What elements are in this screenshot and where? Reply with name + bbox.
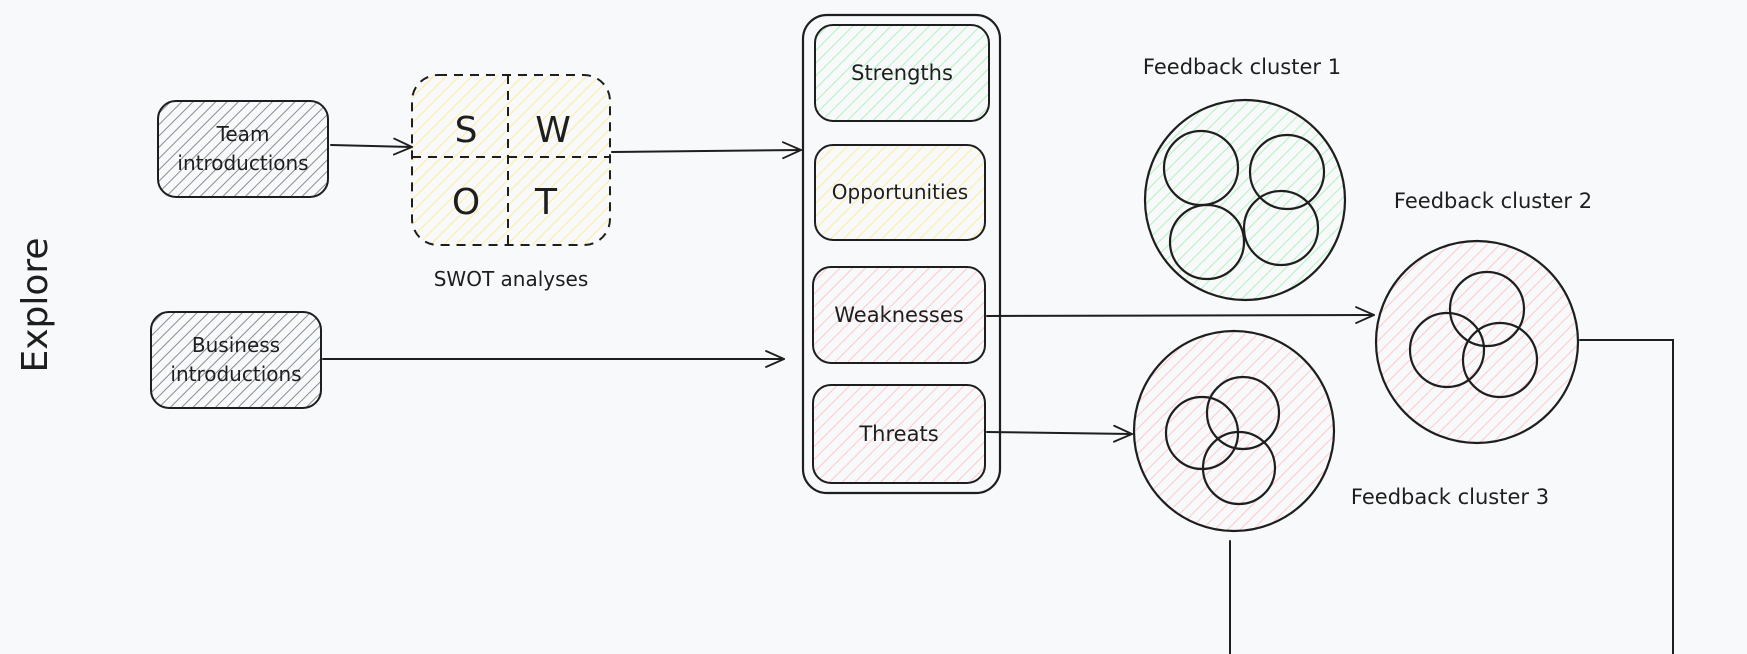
cluster-3-label: Feedback cluster 3 — [1351, 485, 1549, 509]
swot-caption: SWOT analyses — [434, 267, 589, 291]
feedback-cluster-3[interactable] — [1132, 329, 1336, 533]
team-introductions-node[interactable]: Team introductions — [157, 100, 329, 198]
team-intro-line-1: Team — [216, 122, 270, 146]
swot-cell-s: S — [455, 110, 478, 151]
arrow-swot-to-categories — [611, 141, 802, 160]
business-introductions-node[interactable]: Business introductions — [150, 311, 322, 409]
cluster-1-label: Feedback cluster 1 — [1143, 55, 1341, 79]
team-intro-line-2: introductions — [177, 151, 308, 175]
strengths-label: Strengths — [851, 61, 953, 85]
opportunities-label: Opportunities — [832, 180, 968, 204]
arrow-team-to-swot — [330, 137, 413, 156]
swot-category-container — [801, 13, 1002, 495]
cluster-2-bubble — [1461, 321, 1539, 399]
weaknesses-node[interactable]: Weaknesses — [812, 266, 986, 364]
business-intro-line-2: introductions — [170, 362, 301, 386]
cluster-1-bubble — [1242, 189, 1320, 267]
cluster-3-bubble — [1205, 375, 1281, 451]
cluster-2-bubble — [1448, 270, 1526, 348]
arrow-threats-to-cluster-3 — [986, 424, 1133, 443]
cluster-2-label: Feedback cluster 2 — [1394, 189, 1592, 213]
cluster-3-bubble — [1201, 430, 1277, 506]
swot-cell-w: W — [535, 110, 571, 151]
threats-label: Threats — [858, 422, 938, 446]
line-cluster-2-down — [1579, 339, 1674, 654]
swot-cell-o: O — [452, 182, 480, 223]
explore-label: Explore — [15, 237, 56, 372]
threats-node[interactable]: Threats — [812, 384, 986, 484]
strengths-node[interactable]: Strengths — [814, 24, 990, 122]
cluster-1-bubble — [1168, 203, 1246, 281]
swot-grid[interactable]: S W O T — [411, 74, 611, 246]
weaknesses-label: Weaknesses — [834, 303, 963, 327]
arrow-weaknesses-to-cluster-2 — [986, 306, 1375, 324]
cluster-1-bubble — [1248, 133, 1326, 211]
feedback-cluster-1[interactable] — [1143, 98, 1347, 302]
opportunities-node[interactable]: Opportunities — [814, 144, 986, 241]
business-intro-line-1: Business — [192, 333, 280, 357]
swot-cell-t: T — [534, 182, 558, 223]
feedback-cluster-2[interactable] — [1374, 239, 1580, 445]
cluster-2-bubble — [1408, 311, 1486, 389]
